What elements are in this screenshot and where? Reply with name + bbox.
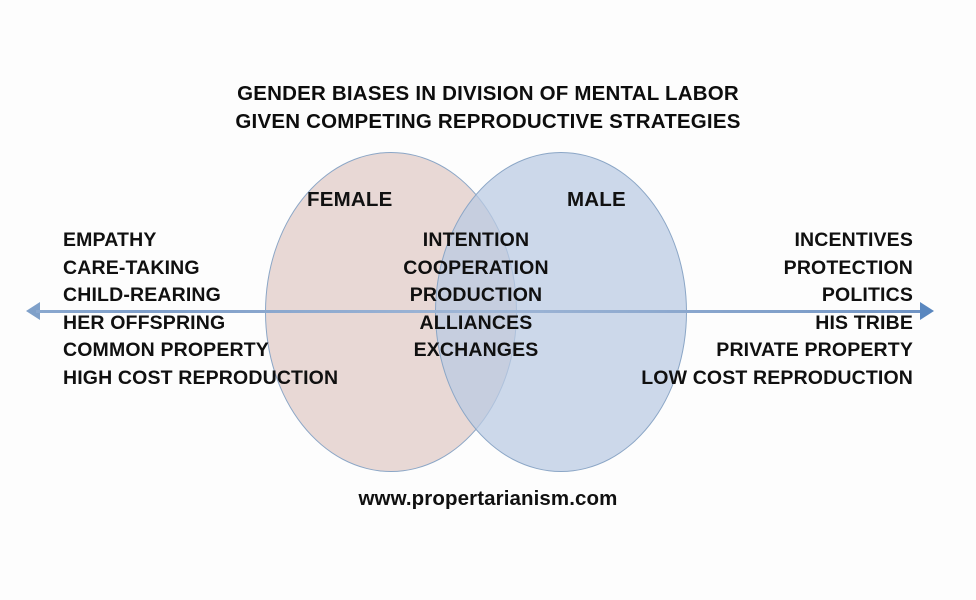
list-item: COOPERATION xyxy=(403,256,549,279)
arrow-left-icon xyxy=(26,302,40,320)
venn-label-male: MALE xyxy=(567,188,626,211)
spectrum-axis-line xyxy=(36,310,922,313)
list-item: ALLIANCES xyxy=(419,311,533,334)
venn-label-female: FEMALE xyxy=(307,188,393,211)
list-item: HIGH COST REPRODUCTION xyxy=(63,366,339,389)
list-item: INTENTION xyxy=(422,229,530,251)
list-item: CHILD-REARING xyxy=(63,284,221,306)
list-item: POLITICS xyxy=(821,284,913,306)
list-item: PRIVATE PROPERTY xyxy=(716,339,913,361)
list-item: PROTECTION xyxy=(783,256,913,279)
list-item: LOW COST REPRODUCTION xyxy=(641,366,913,389)
female-term-list: EMPATHY CARE-TAKING CHILD-REARING HER OF… xyxy=(0,227,352,392)
list-item: PRODUCTION xyxy=(409,284,543,306)
title-line-1: GENDER BIASES IN DIVISION OF MENTAL LABO… xyxy=(237,82,739,105)
list-item: HER OFFSPRING xyxy=(63,311,226,334)
male-term-list: INCENTIVES PROTECTION POLITICS HIS TRIBE… xyxy=(624,227,976,392)
page-title: GENDER BIASES IN DIVISION OF MENTAL LABO… xyxy=(0,80,976,136)
intersection-term-list: INTENTION COOPERATION PRODUCTION ALLIANC… xyxy=(380,227,572,365)
arrow-right-icon xyxy=(920,302,934,320)
list-item: EMPATHY xyxy=(63,229,157,251)
title-line-2: GIVEN COMPETING REPRODUCTIVE STRATEGIES xyxy=(235,110,741,133)
list-item: HIS TRIBE xyxy=(815,311,913,334)
source-url: www.propertarianism.com xyxy=(358,487,618,510)
list-item: CARE-TAKING xyxy=(63,256,200,279)
list-item: EXCHANGES xyxy=(413,339,539,361)
list-item: COMMON PROPERTY xyxy=(63,339,269,361)
list-item: INCENTIVES xyxy=(794,229,913,251)
